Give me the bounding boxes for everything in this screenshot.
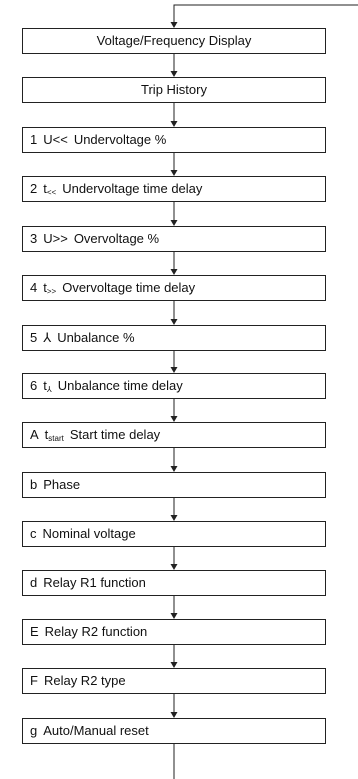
step-box-13: E Relay R2 function bbox=[22, 619, 326, 645]
step-label: Undervoltage % bbox=[73, 132, 167, 147]
step-symbol-subscript: >> bbox=[46, 287, 57, 296]
step-box-2: Trip History bbox=[22, 77, 326, 103]
step-label: Undervoltage time delay bbox=[62, 181, 203, 196]
connector-arrow bbox=[170, 170, 178, 176]
step-box-11: c Nominal voltage bbox=[22, 521, 326, 547]
step-symbol-main: ⅄ bbox=[43, 330, 52, 345]
step-symbol: t>> bbox=[43, 276, 56, 304]
step-code: g bbox=[30, 723, 38, 738]
step-symbol-main: U>> bbox=[43, 231, 68, 246]
step-box-12: d Relay R1 function bbox=[22, 570, 326, 596]
arrow-into-first-step bbox=[170, 22, 178, 28]
step-symbol: t<< bbox=[43, 177, 56, 205]
step-label: Trip History bbox=[141, 82, 207, 97]
step-label: Overvoltage % bbox=[73, 231, 160, 246]
step-label: Unbalance % bbox=[57, 330, 135, 345]
connector-arrow bbox=[170, 466, 178, 472]
step-code: c bbox=[30, 526, 37, 541]
connector-arrow bbox=[170, 71, 178, 77]
step-label: Overvoltage time delay bbox=[62, 280, 196, 295]
connector-arrow bbox=[170, 220, 178, 226]
connector-arrow bbox=[170, 367, 178, 373]
step-code: A bbox=[30, 427, 39, 442]
step-code: 4 bbox=[30, 280, 38, 295]
step-box-5: 3 U>> Overvoltage % bbox=[22, 226, 326, 252]
step-symbol: U<< bbox=[43, 128, 68, 152]
connector-arrow bbox=[170, 319, 178, 325]
step-code: F bbox=[30, 673, 38, 688]
step-label: Nominal voltage bbox=[42, 526, 136, 541]
step-symbol: ⅄ bbox=[43, 326, 51, 350]
step-box-15: g Auto/Manual reset bbox=[22, 718, 326, 744]
connector-arrow bbox=[170, 613, 178, 619]
step-label: Start time delay bbox=[69, 427, 161, 442]
step-symbol: t⅄ bbox=[43, 374, 52, 402]
step-symbol: tstart bbox=[45, 423, 64, 451]
connector-arrow bbox=[170, 515, 178, 521]
step-code: E bbox=[30, 624, 39, 639]
step-box-1: Voltage/Frequency Display bbox=[22, 28, 326, 54]
step-symbol-main: t bbox=[44, 427, 49, 442]
step-label: Phase bbox=[43, 477, 81, 492]
connector-arrow bbox=[170, 269, 178, 275]
step-box-7: 5 ⅄ Unbalance % bbox=[22, 325, 326, 351]
step-code: b bbox=[30, 477, 38, 492]
connector-arrow bbox=[170, 564, 178, 570]
step-code: 6 bbox=[30, 378, 38, 393]
step-label: Relay R1 function bbox=[43, 575, 146, 590]
step-symbol-subscript: ⅄ bbox=[46, 385, 52, 394]
step-symbol-main: t bbox=[43, 280, 47, 295]
step-box-3: 1 U<< Undervoltage % bbox=[22, 127, 326, 153]
step-box-14: F Relay R2 type bbox=[22, 668, 326, 694]
step-label: Relay R2 type bbox=[43, 673, 126, 688]
step-symbol-main: t bbox=[43, 378, 47, 393]
step-symbol-subscript: start bbox=[48, 434, 64, 443]
step-label: Auto/Manual reset bbox=[43, 723, 149, 738]
step-box-10: b Phase bbox=[22, 472, 326, 498]
step-symbol: U>> bbox=[43, 227, 68, 251]
connector-arrow bbox=[170, 121, 178, 127]
step-code: 3 bbox=[30, 231, 38, 246]
step-label: Voltage/Frequency Display bbox=[96, 33, 252, 48]
step-code: 5 bbox=[30, 330, 38, 345]
step-symbol-main: U<< bbox=[43, 132, 68, 147]
step-symbol-main: t bbox=[43, 181, 47, 196]
step-code: 1 bbox=[30, 132, 38, 147]
loop-return-line bbox=[173, 4, 358, 27]
step-label: Relay R2 function bbox=[44, 624, 148, 639]
step-symbol-subscript: << bbox=[46, 188, 57, 197]
step-label: Unbalance time delay bbox=[57, 378, 183, 393]
connector-arrow bbox=[170, 416, 178, 422]
step-code: d bbox=[30, 575, 38, 590]
connector-arrow bbox=[170, 712, 178, 718]
connector-arrow bbox=[170, 662, 178, 668]
step-code: 2 bbox=[30, 181, 38, 196]
